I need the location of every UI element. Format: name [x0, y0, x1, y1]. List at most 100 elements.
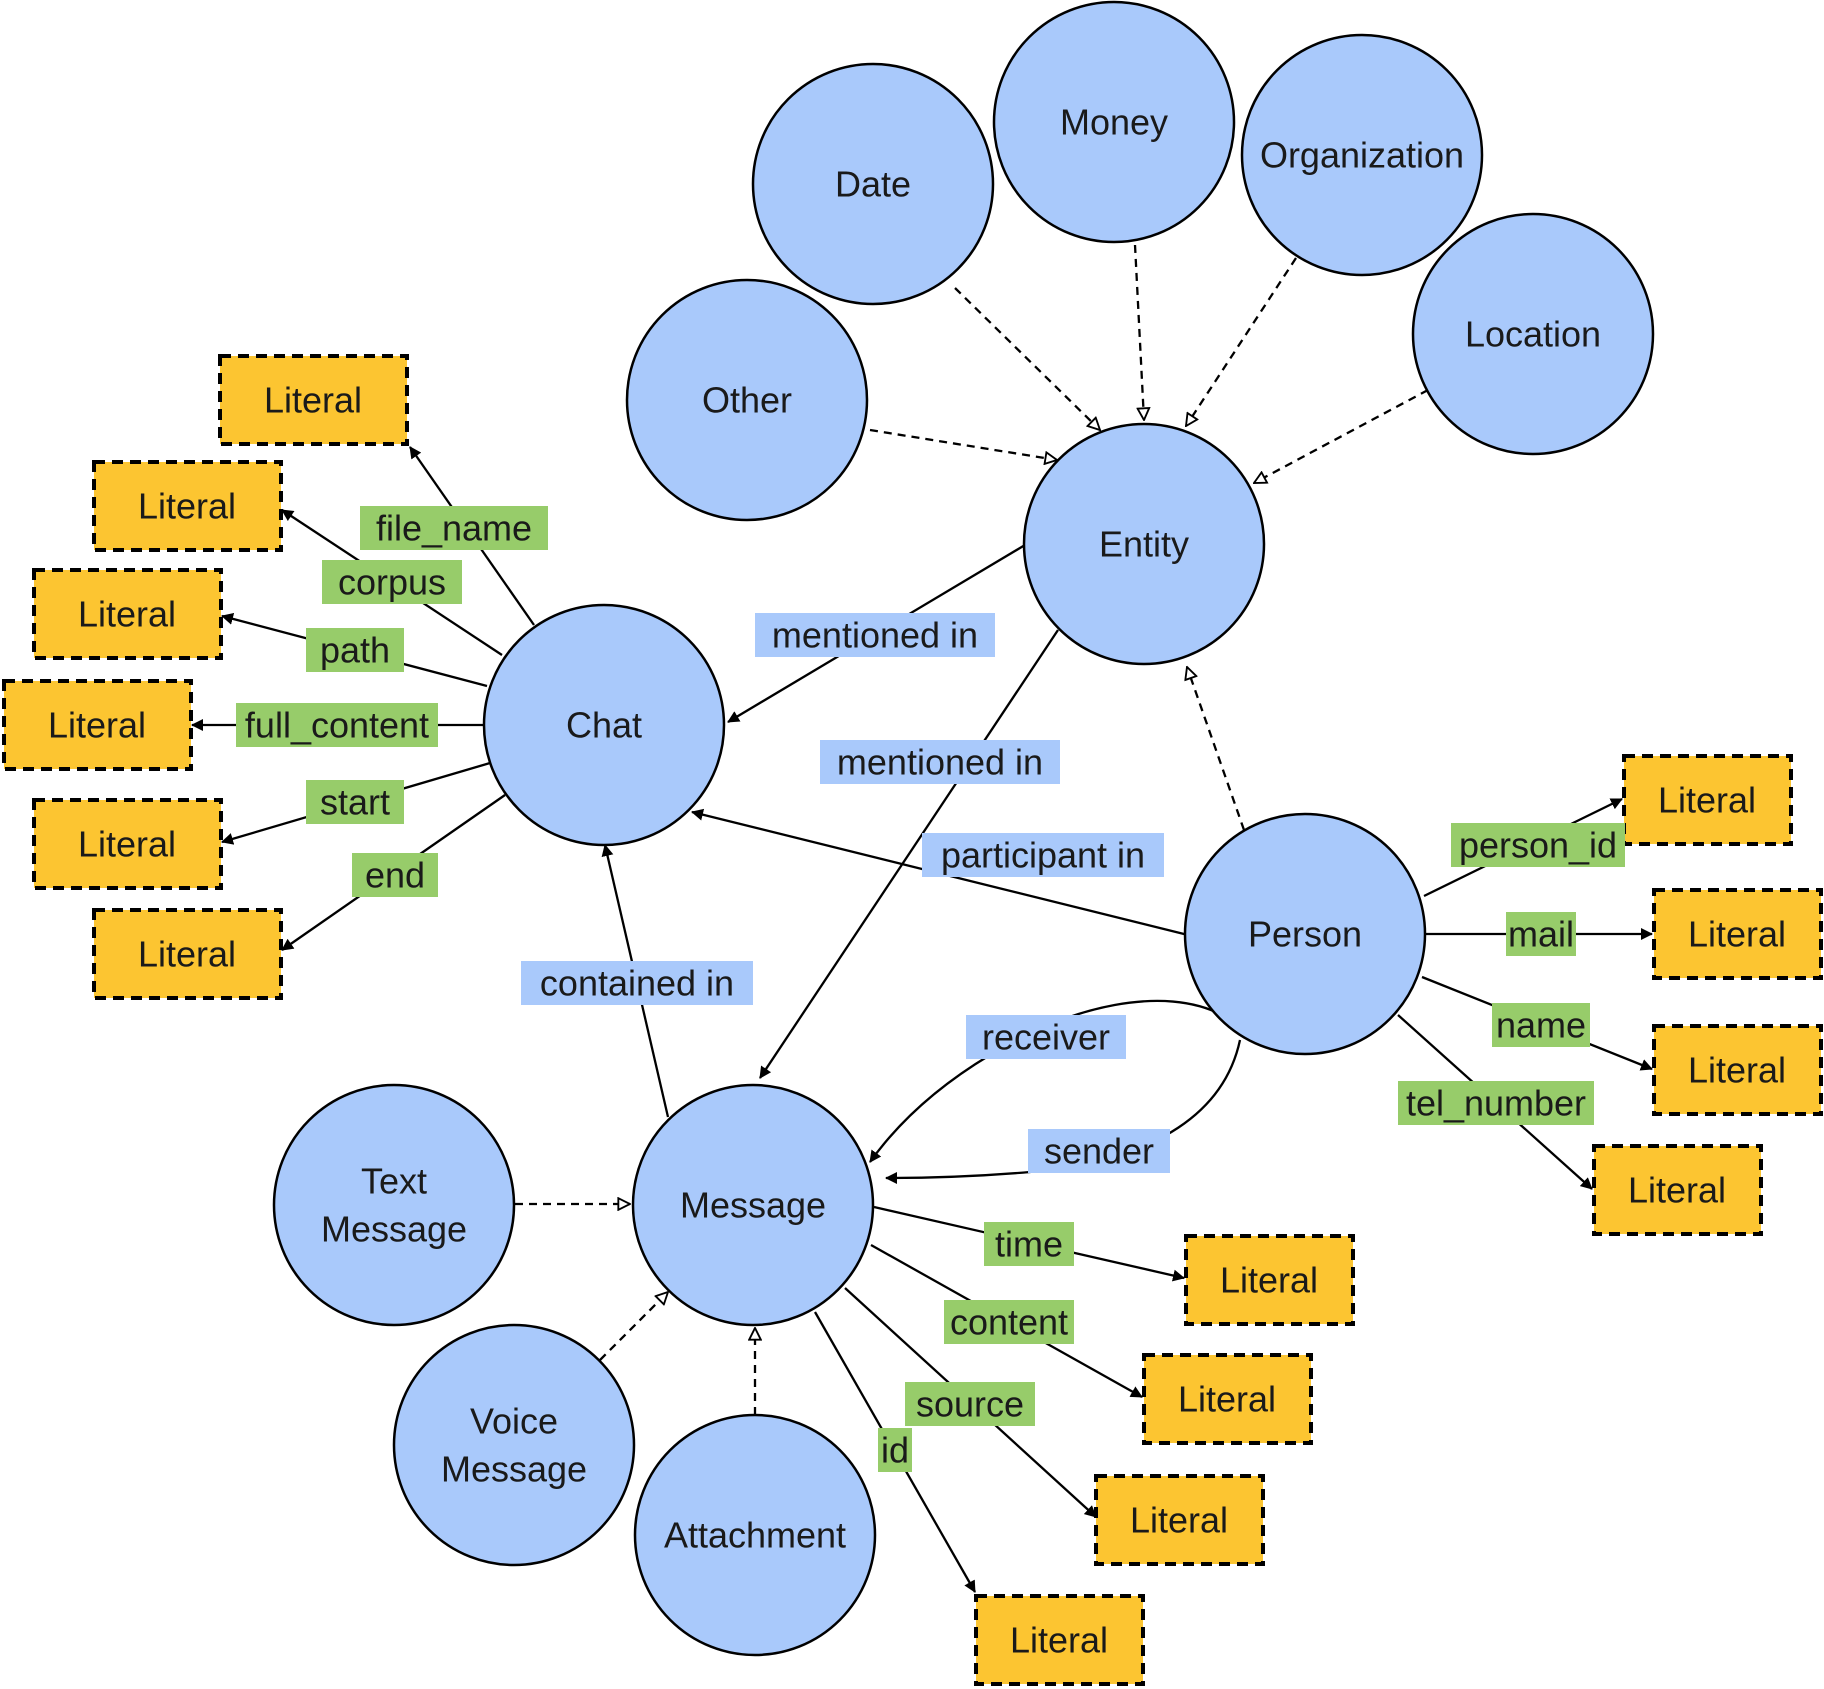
label-source-text: source	[916, 1384, 1024, 1425]
label-content: content	[944, 1300, 1074, 1344]
label-tel-number-text: tel_number	[1406, 1083, 1586, 1124]
label-contained-in: contained in	[521, 961, 753, 1005]
label-name: name	[1492, 1003, 1590, 1047]
literal-chat-end: Literal	[92, 908, 283, 1000]
label-mentioned-in-chat: mentioned in	[755, 613, 995, 657]
node-date: Date	[751, 62, 995, 306]
literal-label: Literal	[78, 594, 176, 635]
node-other: Other	[625, 278, 869, 522]
label-path-text: path	[320, 630, 390, 671]
literal-person-tel-number: Literal	[1592, 1144, 1763, 1236]
label-start: start	[306, 780, 404, 824]
label-full-content-text: full_content	[245, 705, 429, 746]
literal-chat-start: Literal	[32, 798, 223, 890]
node-text-message-label-line1: Text	[361, 1161, 427, 1202]
literal-person-name: Literal	[1652, 1024, 1823, 1116]
literal-message-source: Literal	[1094, 1474, 1265, 1566]
label-sender-text: sender	[1044, 1131, 1154, 1172]
attribute-labels: file_name corpus path full_content start…	[236, 506, 1625, 1472]
label-mentioned-in-message-text: mentioned in	[837, 742, 1043, 783]
node-attachment-label: Attachment	[664, 1515, 846, 1556]
label-mail-text: mail	[1508, 914, 1574, 955]
literal-label: Literal	[1658, 780, 1756, 821]
label-participant-in: participant in	[922, 833, 1164, 877]
literal-label: Literal	[1178, 1379, 1276, 1420]
literal-label: Literal	[1628, 1170, 1726, 1211]
node-location: Location	[1411, 212, 1655, 456]
label-contained-in-text: contained in	[540, 963, 734, 1004]
literal-label: Literal	[138, 486, 236, 527]
literal-message-time: Literal	[1184, 1234, 1355, 1326]
label-participant-in-text: participant in	[941, 835, 1145, 876]
node-entity: Entity	[1022, 422, 1266, 666]
literal-chat-full-content: Literal	[2, 679, 193, 771]
label-source: source	[905, 1382, 1035, 1426]
node-organization: Organization	[1240, 33, 1484, 277]
node-money: Money	[992, 0, 1236, 244]
literal-label: Literal	[1010, 1620, 1108, 1661]
label-path: path	[306, 628, 404, 672]
edge-date-entity	[954, 287, 1100, 430]
literal-chat-path: Literal	[32, 568, 223, 660]
label-mentioned-in-chat-text: mentioned in	[772, 615, 978, 656]
label-file-name: file_name	[360, 506, 548, 550]
node-money-label: Money	[1060, 102, 1168, 143]
node-chat: Chat	[482, 603, 726, 847]
label-content-text: content	[950, 1302, 1068, 1343]
node-entity-label: Entity	[1099, 524, 1189, 565]
literal-label: Literal	[1688, 914, 1786, 955]
node-chat-label: Chat	[566, 705, 642, 746]
edge-money-entity	[1133, 244, 1144, 420]
edge-location-entity	[1254, 388, 1429, 485]
label-mail: mail	[1506, 912, 1576, 956]
class-nodes: Date Money Organization Location Other E…	[272, 0, 1655, 1657]
label-tel-number: tel_number	[1398, 1081, 1594, 1125]
label-corpus-text: corpus	[338, 562, 446, 603]
node-location-label: Location	[1465, 314, 1601, 355]
node-other-label: Other	[702, 380, 792, 421]
edge-voicemessage-message	[599, 1292, 668, 1361]
subclass-edges	[515, 244, 1429, 1415]
node-person-label: Person	[1248, 914, 1362, 955]
node-organization-label: Organization	[1260, 135, 1464, 176]
literal-label: Literal	[1688, 1050, 1786, 1091]
edge-other-entity	[869, 428, 1057, 460]
node-person: Person	[1183, 812, 1427, 1056]
label-start-text: start	[320, 782, 390, 823]
edge-entity-message	[759, 629, 1059, 1079]
label-time-text: time	[995, 1224, 1063, 1265]
node-voice-message: Voice Message	[392, 1323, 636, 1567]
label-id: id	[878, 1428, 912, 1472]
label-end: end	[352, 853, 438, 897]
label-person-id: person_id	[1451, 823, 1625, 867]
literal-nodes: Literal Literal Literal Literal Literal …	[2, 354, 1823, 1686]
label-end-text: end	[365, 855, 425, 896]
node-text-message-label-line2: Message	[321, 1209, 467, 1250]
node-date-label: Date	[835, 164, 911, 205]
literal-label: Literal	[1130, 1500, 1228, 1541]
edge-person-entity	[1187, 667, 1246, 831]
literal-label: Literal	[78, 824, 176, 865]
literal-label: Literal	[264, 380, 362, 421]
node-message-label: Message	[680, 1185, 826, 1226]
literal-label: Literal	[138, 934, 236, 975]
literal-message-id: Literal	[974, 1594, 1145, 1686]
literal-chat-corpus: Literal	[92, 460, 283, 552]
label-receiver-text: receiver	[982, 1017, 1110, 1058]
literal-person-person-id: Literal	[1622, 754, 1793, 846]
node-voice-message-label-line1: Voice	[470, 1401, 558, 1442]
literal-label: Literal	[1220, 1260, 1318, 1301]
label-receiver: receiver	[966, 1015, 1126, 1059]
node-attachment: Attachment	[633, 1413, 877, 1657]
label-name-text: name	[1496, 1005, 1586, 1046]
literal-message-content: Literal	[1142, 1353, 1313, 1445]
label-time: time	[984, 1222, 1074, 1266]
node-voice-message-label-line2: Message	[441, 1449, 587, 1490]
label-file-name-text: file_name	[376, 508, 532, 549]
label-mentioned-in-message: mentioned in	[820, 740, 1060, 784]
literal-label: Literal	[48, 705, 146, 746]
label-corpus: corpus	[322, 560, 462, 604]
node-text-message: Text Message	[272, 1083, 516, 1327]
edge-organization-entity	[1186, 257, 1297, 426]
